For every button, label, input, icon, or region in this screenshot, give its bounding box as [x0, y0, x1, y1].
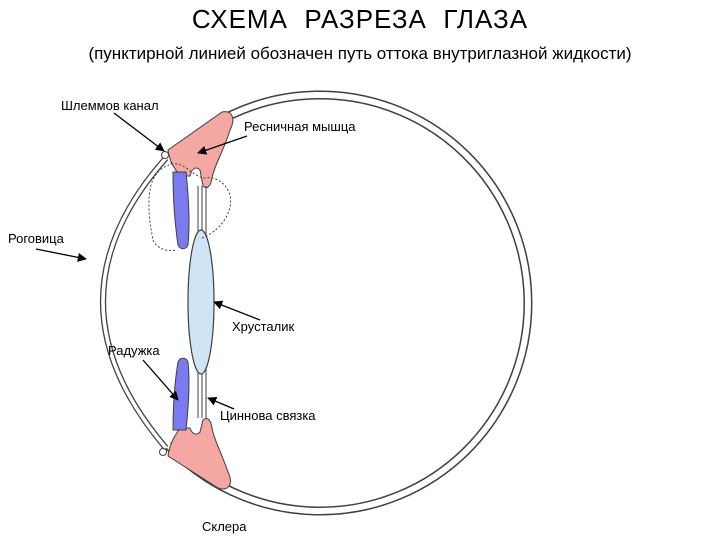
iris-lower — [172, 357, 190, 431]
arrow-cornea — [35, 248, 87, 262]
cornea-inner-fill — [101, 156, 168, 450]
zonule-upper — [197, 186, 207, 238]
arrow-schlemm-canal — [113, 112, 165, 152]
label-schlemm-canal: Шлеммов канал — [61, 98, 159, 113]
diagram-subtitle: (пунктирной линией обозначен путь оттока… — [88, 44, 632, 63]
aqueous-outflow-path — [148, 163, 232, 251]
arrow-zonule — [207, 397, 235, 410]
schlemm-canal-lower — [159, 448, 167, 456]
arrow-iris — [142, 359, 179, 401]
zonule-lower — [197, 368, 207, 418]
sclera-shape — [164, 90, 533, 516]
schlemm-canal-upper — [161, 151, 169, 159]
label-zonule: Циннова связка — [220, 408, 316, 423]
diagram-title: СХЕМА РАЗРЕЗА ГЛАЗА — [191, 4, 529, 34]
iris-upper — [172, 171, 190, 250]
label-cornea: Роговица — [8, 231, 65, 246]
arrow-ciliary-muscle — [197, 135, 248, 155]
sclera-inner-fill — [165, 92, 531, 514]
arrow-lens — [213, 300, 261, 321]
label-iris: Радужка — [108, 343, 160, 358]
label-lens: Хрусталик — [232, 319, 294, 334]
lens-shape — [187, 229, 215, 375]
label-ciliary-muscle: Ресничная мышца — [244, 119, 356, 134]
label-sclera: Склера — [202, 519, 247, 534]
